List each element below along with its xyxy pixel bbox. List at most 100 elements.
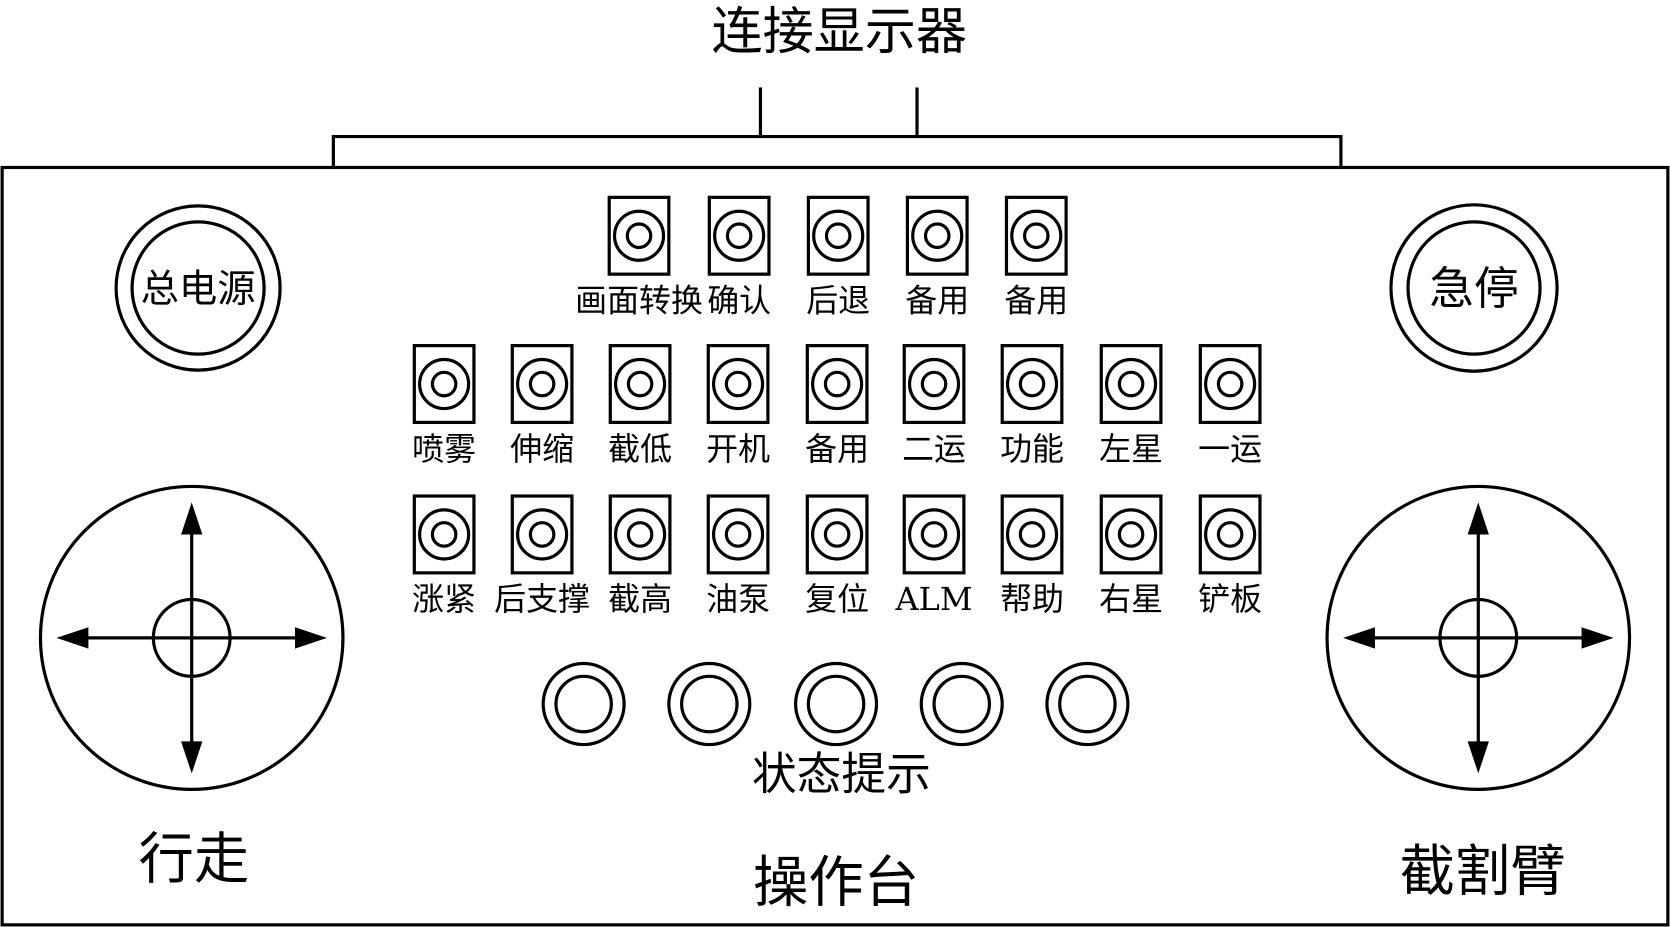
control-button-label: 左星 [1099,430,1163,468]
button-frame [707,195,771,276]
button-ring-icon [1005,508,1059,561]
button-ring-icon [711,357,765,411]
console-label: 操作台 [753,851,919,915]
button-center-icon [1018,521,1046,548]
control-button[interactable]: 确认 [707,195,771,319]
control-button[interactable]: 备用 [805,344,869,468]
button-frame [412,344,476,425]
button-grid: 画面转换确认后退备用备用喷雾伸缩截低开机备用二运功能左星一运涨紧后支撑截高油泵复… [412,195,1262,618]
control-button-label: 二运 [902,430,966,468]
control-button-label: 后支撑 [494,580,590,618]
console-panel [0,165,1670,927]
button-ring-icon [911,209,964,262]
button-ring-icon [1104,508,1158,561]
status-light [667,661,752,747]
control-button[interactable]: 伸缩 [510,344,574,468]
button-ring-icon [1204,357,1257,411]
button-frame [412,494,476,575]
control-button[interactable]: 帮助 [1000,494,1064,618]
button-ring-icon [516,357,569,411]
button-frame [706,344,770,425]
button-ring-icon [907,508,961,561]
control-button[interactable]: 一运 [1198,344,1262,468]
display-connection-label: 连接显示器 [711,3,967,62]
button-frame [510,344,574,425]
button-ring-icon [612,209,666,262]
control-button[interactable]: 涨紧 [412,494,476,618]
control-button[interactable]: 二运 [902,344,966,468]
cutting-arm-joystick-label: 截割臂 [1399,841,1565,905]
button-center-icon [823,370,851,398]
button-frame [805,344,869,425]
control-button[interactable]: 画面转换 [575,195,703,319]
button-center-icon [1022,222,1050,250]
control-button-label: 复位 [805,580,869,618]
control-button[interactable]: 备用 [1004,195,1068,319]
travel-joystick[interactable] [38,484,345,791]
button-center-icon [430,521,458,548]
control-button[interactable]: 后支撑 [494,494,590,618]
button-frame [706,494,770,575]
button-ring-icon [1005,357,1059,411]
button-frame [805,494,869,575]
button-center-icon [725,222,753,250]
control-button[interactable]: 后退 [806,195,870,319]
cutting-arm-joystick[interactable] [1325,484,1632,791]
control-button-label: 备用 [805,430,869,468]
button-center-icon [528,521,556,548]
direction-arrows-icon [56,502,327,774]
button-frame [806,195,870,276]
control-button[interactable]: 右星 [1099,494,1163,618]
button-frame [510,494,574,575]
control-button-label: 开机 [706,430,770,468]
button-ring-icon [907,357,961,411]
button-ring-icon [811,357,864,411]
button-center-icon [1216,521,1244,548]
control-button-label: 油泵 [706,580,770,618]
direction-arrows-icon [1343,502,1614,774]
control-button-label: 截高 [608,580,672,618]
control-button[interactable]: ALM [895,494,973,618]
status-label: 状态提示 [752,747,931,800]
power-button[interactable]: 总电源 [114,204,282,372]
button-frame [1004,195,1068,276]
control-button[interactable]: 油泵 [706,494,770,618]
button-center-icon [724,370,752,398]
power-button-label: 总电源 [141,267,256,312]
button-center-icon [824,222,852,250]
button-center-icon [625,222,653,250]
button-frame [608,344,672,425]
button-frame [1099,344,1163,425]
control-button[interactable]: 喷雾 [412,344,476,468]
button-center-icon [626,521,654,548]
control-button-label: ALM [895,580,973,618]
button-center-icon [1216,370,1244,398]
button-center-icon [920,370,948,398]
control-button[interactable]: 备用 [905,195,969,319]
button-center-icon [823,521,851,548]
control-button-label: 画面转换 [575,281,703,319]
control-button[interactable]: 截高 [608,494,672,618]
control-button[interactable]: 复位 [805,494,869,618]
control-button[interactable]: 左星 [1099,344,1163,468]
button-ring-icon [711,508,765,561]
emergency-stop-label: 急停 [1429,262,1518,315]
display-connector [331,87,1343,168]
button-frame [1099,494,1163,575]
control-button[interactable]: 开机 [706,344,770,468]
control-button[interactable]: 铲板 [1198,494,1262,618]
status-light [1045,661,1130,747]
button-frame [905,195,969,276]
button-frame [1198,494,1262,575]
control-button-label: 右星 [1099,580,1163,618]
control-button[interactable]: 功能 [1000,344,1064,468]
emergency-stop-button[interactable]: 急停 [1389,203,1559,373]
control-button-label: 伸缩 [510,430,574,468]
button-ring-icon [418,508,471,561]
button-center-icon [1117,370,1145,398]
control-button-label: 功能 [1000,430,1064,468]
control-button[interactable]: 截低 [608,344,672,468]
button-center-icon [923,222,951,250]
status-lights [541,661,1130,747]
